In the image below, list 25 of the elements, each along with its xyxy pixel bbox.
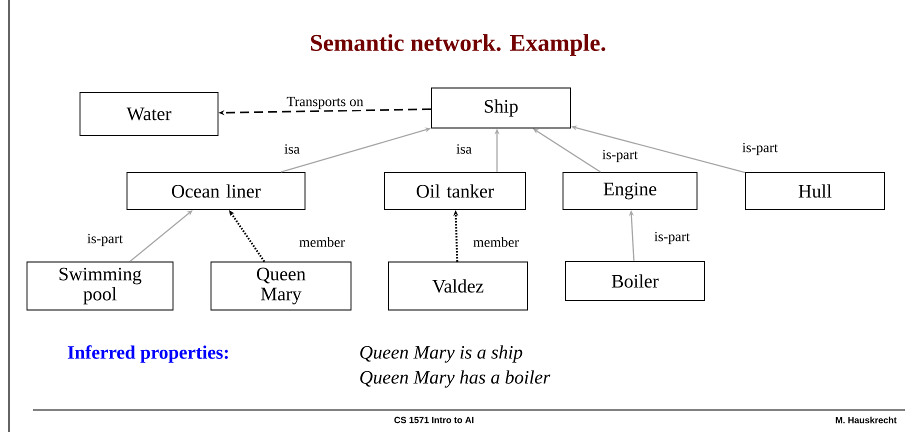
inferred-heading: Inferred properties: <box>68 345 228 363</box>
edge-label: member <box>298 236 346 248</box>
inferred-fact: Queen Mary has a boiler <box>360 370 550 388</box>
edge-label: is-part <box>86 232 124 248</box>
title: Semantic network. Example. <box>310 34 606 56</box>
edge-label: isa <box>283 143 301 155</box>
edge-label: isa <box>455 143 473 155</box>
edge-label: is-part <box>653 230 691 246</box>
edge-label: is-part <box>601 148 639 164</box>
concept-box: Boiler <box>565 261 705 301</box>
footer-text: CS 1571 Intro to AI <box>394 416 474 424</box>
concept-box: Valdez <box>388 262 528 310</box>
concept-box: Queen Mary <box>210 262 352 310</box>
edge-label: member <box>472 236 520 248</box>
concept-box: Engine <box>562 172 698 210</box>
concept-box: Swimming pool <box>26 262 174 310</box>
edge-label: is-part <box>741 142 779 156</box>
concept-box: Hull <box>745 172 885 210</box>
inferred-fact: Queen Mary is a ship <box>360 345 522 363</box>
edge-label: Transports on <box>286 96 364 110</box>
concept-box: Oil tanker <box>384 172 526 210</box>
concept-box: Water <box>80 92 218 136</box>
author-name: M. Hauskrecht <box>836 416 897 424</box>
concept-box: Ship <box>431 88 571 128</box>
concept-box: Ocean liner <box>126 172 306 210</box>
